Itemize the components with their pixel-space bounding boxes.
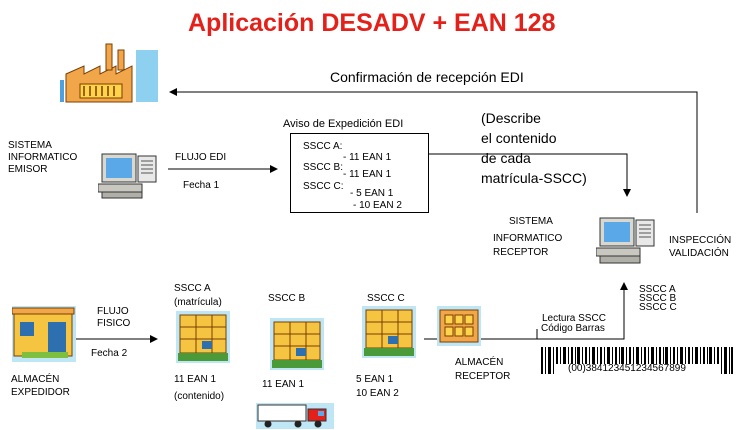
aviso-line: SSCC C:: [303, 181, 344, 192]
receptor-label-3: RECEPTOR: [493, 247, 549, 258]
inspeccion-label: INSPECCIÓN: [669, 235, 732, 246]
aviso-line: - 11 EAN 1: [343, 152, 392, 163]
barcode-icon: [541, 347, 733, 374]
emisor-label-1: SISTEMA: [8, 140, 52, 151]
cont-c-2: 10 EAN 2: [356, 388, 399, 399]
cont-b: 11 EAN 1: [262, 379, 305, 390]
emisor-label-2: INFORMATICO: [8, 152, 78, 163]
factory-icon: [60, 43, 158, 103]
fecha2-label: Fecha 2: [91, 348, 128, 359]
validacion-label: VALIDACIÓN: [669, 248, 729, 259]
cont-a-2: (contenido): [174, 391, 225, 402]
cont-c-1: 5 EAN 1: [356, 374, 394, 385]
sscc-a-sub: (matrícula): [174, 297, 222, 308]
aviso-box: [290, 133, 429, 213]
almacen-exp-2: EXPEDIDOR: [11, 387, 70, 398]
describe-line: el contenido: [481, 130, 557, 146]
sscc-a-label: SSCC A: [174, 283, 211, 294]
describe-line: matrícula-SSCC): [481, 170, 587, 186]
confirmation-arrow: [169, 88, 698, 213]
warehouse-icon: [437, 306, 481, 346]
almacen-rec-2: RECEPTOR: [455, 371, 511, 382]
aviso-line: SSCC A:: [303, 141, 343, 152]
receptor-label-1: SISTEMA: [509, 216, 553, 227]
warehouse-icon: [12, 306, 76, 362]
sscc-list-item: SSCC C: [639, 302, 677, 313]
pallet-icon: [362, 306, 416, 358]
barcode-text: (00)384123451234567899: [568, 363, 686, 374]
confirmacion-label: Confirmación de recepción EDI: [330, 69, 524, 85]
sscc-b-label: SSCC B: [268, 293, 306, 304]
codigo-barras-label: Código Barras: [541, 323, 605, 334]
pallet-icon: [176, 311, 230, 363]
sscc-list-item: SSCC A: [639, 284, 676, 295]
describe-line: (Describe: [481, 110, 541, 126]
truck-icon: [256, 403, 334, 429]
box-to-receiver-arrow: [427, 153, 631, 197]
reading-arrow: [424, 282, 628, 340]
computer-icon: [98, 153, 157, 199]
aviso-line: - 11 EAN 1: [343, 169, 392, 180]
sscc-c-label: SSCC C: [367, 293, 405, 304]
aviso-line: - 5 EAN 1: [350, 188, 394, 199]
fecha1-label: Fecha 1: [183, 180, 220, 191]
aviso-line: SSCC B:: [303, 162, 344, 173]
almacen-exp-1: ALMACÉN: [11, 374, 60, 385]
flujo-fisico-2: FISICO: [97, 318, 131, 329]
aviso-line: - 10 EAN 2: [353, 200, 402, 211]
lectura-label: Lectura SSCC: [542, 313, 606, 324]
sscc-list-item: SSCC B: [639, 293, 677, 304]
flujo-edi-label: FLUJO EDI: [175, 152, 227, 163]
aviso-title: Aviso de Expedición EDI: [283, 118, 404, 130]
receptor-label-2: INFORMATICO: [493, 233, 563, 244]
describe-line: de cada: [481, 150, 531, 166]
cont-a-1: 11 EAN 1: [174, 374, 217, 385]
emisor-label-3: EMISOR: [8, 164, 48, 175]
page-title: Aplicación DESADV + EAN 128: [188, 9, 556, 37]
flujo-fisico-1: FLUJO: [97, 306, 129, 317]
almacen-rec-1: ALMACÉN: [455, 357, 504, 368]
computer-icon: [596, 217, 655, 264]
pallet-icon: [270, 318, 324, 370]
